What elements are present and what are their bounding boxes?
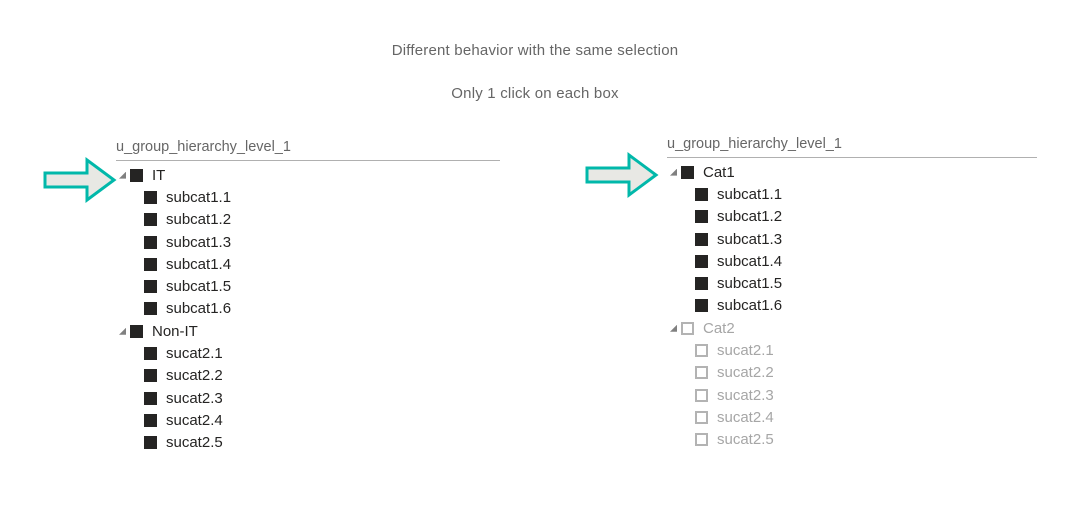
tree-item-non-it[interactable]: Non-IT bbox=[116, 320, 500, 342]
tree-item-sucat2-4[interactable]: sucat2.4 bbox=[116, 409, 500, 431]
checked-checkbox[interactable] bbox=[144, 302, 157, 316]
right-arrow-icon bbox=[43, 157, 117, 203]
tree-item-label: subcat1.5 bbox=[717, 275, 783, 293]
checked-checkbox[interactable] bbox=[144, 347, 157, 361]
tree-item-label: sucat2.3 bbox=[166, 389, 223, 407]
tree-item-sucat2-3[interactable]: sucat2.3 bbox=[667, 384, 1037, 406]
caption-line-2: Only 1 click on each box bbox=[451, 85, 619, 102]
unchecked-checkbox[interactable] bbox=[695, 366, 708, 380]
checked-checkbox[interactable] bbox=[695, 210, 708, 224]
checked-checkbox[interactable] bbox=[144, 413, 157, 427]
tree-item-subcat1-4[interactable]: subcat1.4 bbox=[667, 250, 1037, 272]
hierarchy-slicer-right: u_group_hierarchy_level_1 Cat1 subcat1.1 s… bbox=[667, 136, 1037, 451]
tree-item-label: sucat2.5 bbox=[717, 431, 774, 449]
tree-item-label: subcat1.3 bbox=[717, 230, 783, 248]
tree-item-subcat1-6[interactable]: subcat1.6 bbox=[667, 295, 1037, 317]
tree-item-label: subcat1.3 bbox=[166, 233, 232, 251]
tree-item-subcat1-3[interactable]: subcat1.3 bbox=[116, 231, 500, 253]
caption-line-1: Different behavior with the same selecti… bbox=[391, 42, 679, 59]
unchecked-checkbox[interactable] bbox=[695, 388, 708, 402]
tree-item-label: Cat2 bbox=[703, 319, 735, 337]
tree-item-sucat2-5[interactable]: sucat2.5 bbox=[116, 432, 500, 454]
right-arrow-icon bbox=[585, 152, 659, 198]
slicer-item-list: Cat1 subcat1.1 subcat1.2 subcat1.3 subcat1.4… bbox=[667, 158, 1037, 451]
tree-item-label: subcat1.1 bbox=[717, 185, 783, 203]
tree-item-cat2[interactable]: Cat2 bbox=[667, 317, 1037, 339]
expand-collapse-caret-icon[interactable] bbox=[670, 324, 677, 332]
expand-collapse-caret-icon[interactable] bbox=[119, 327, 126, 335]
expand-collapse-caret-icon[interactable] bbox=[670, 168, 677, 176]
checked-checkbox[interactable] bbox=[144, 235, 157, 249]
checked-checkbox[interactable] bbox=[681, 165, 694, 179]
unchecked-checkbox[interactable] bbox=[695, 344, 708, 358]
tree-item-label: sucat2.3 bbox=[717, 386, 774, 404]
checked-checkbox[interactable] bbox=[144, 280, 157, 294]
tree-item-label: sucat2.1 bbox=[166, 345, 223, 363]
tree-item-subcat1-5[interactable]: subcat1.5 bbox=[667, 272, 1037, 294]
tree-item-label: sucat2.2 bbox=[166, 367, 223, 385]
tree-item-label: IT bbox=[152, 166, 166, 184]
tree-item-sucat2-1[interactable]: sucat2.1 bbox=[116, 342, 500, 364]
checked-checkbox[interactable] bbox=[695, 187, 708, 201]
tree-item-label: subcat1.6 bbox=[717, 297, 783, 315]
tree-item-label: subcat1.5 bbox=[166, 278, 232, 296]
tree-item-subcat1-2[interactable]: subcat1.2 bbox=[667, 206, 1037, 228]
tree-item-label: subcat1.1 bbox=[166, 188, 232, 206]
tree-item-label: subcat1.4 bbox=[717, 252, 783, 270]
unchecked-checkbox[interactable] bbox=[681, 321, 694, 335]
checked-checkbox[interactable] bbox=[144, 391, 157, 405]
checked-checkbox[interactable] bbox=[695, 277, 708, 291]
tree-item-label: Cat1 bbox=[703, 163, 735, 181]
tree-item-label: subcat1.6 bbox=[166, 300, 232, 318]
tree-item-cat1[interactable]: Cat1 bbox=[667, 161, 1037, 183]
unchecked-checkbox[interactable] bbox=[695, 410, 708, 424]
tree-item-label: sucat2.5 bbox=[166, 434, 223, 452]
slicer-field-header[interactable]: u_group_hierarchy_level_1 bbox=[116, 139, 500, 161]
tree-item-subcat1-3[interactable]: subcat1.3 bbox=[667, 228, 1037, 250]
tree-item-label: sucat2.4 bbox=[717, 408, 774, 426]
tree-item-sucat2-4[interactable]: sucat2.4 bbox=[667, 406, 1037, 428]
tree-item-label: subcat1.2 bbox=[717, 208, 783, 226]
tree-item-subcat1-1[interactable]: subcat1.1 bbox=[116, 186, 500, 208]
tree-item-sucat2-2[interactable]: sucat2.2 bbox=[667, 362, 1037, 384]
checked-checkbox[interactable] bbox=[130, 324, 143, 338]
checked-checkbox[interactable] bbox=[144, 257, 157, 271]
tree-item-subcat1-6[interactable]: subcat1.6 bbox=[116, 298, 500, 320]
tree-item-label: subcat1.2 bbox=[166, 211, 232, 229]
unchecked-checkbox[interactable] bbox=[695, 433, 708, 447]
tree-item-label: sucat2.1 bbox=[717, 342, 774, 360]
tree-item-label: subcat1.4 bbox=[166, 255, 232, 273]
tree-item-sucat2-2[interactable]: sucat2.2 bbox=[116, 365, 500, 387]
tree-item-sucat2-1[interactable]: sucat2.1 bbox=[667, 339, 1037, 361]
tree-item-sucat2-3[interactable]: sucat2.3 bbox=[116, 387, 500, 409]
tree-item-subcat1-1[interactable]: subcat1.1 bbox=[667, 183, 1037, 205]
tree-item-label: sucat2.2 bbox=[717, 364, 774, 382]
tree-item-subcat1-5[interactable]: subcat1.5 bbox=[116, 275, 500, 297]
tree-item-label: sucat2.4 bbox=[166, 411, 223, 429]
checked-checkbox[interactable] bbox=[144, 436, 157, 450]
tree-item-label: Non-IT bbox=[152, 322, 198, 340]
checked-checkbox[interactable] bbox=[144, 190, 157, 204]
tree-item-subcat1-2[interactable]: subcat1.2 bbox=[116, 209, 500, 231]
slicer-field-header[interactable]: u_group_hierarchy_level_1 bbox=[667, 136, 1037, 158]
expand-collapse-caret-icon[interactable] bbox=[119, 171, 126, 179]
tree-item-it[interactable]: IT bbox=[116, 164, 500, 186]
checked-checkbox[interactable] bbox=[695, 254, 708, 268]
checked-checkbox[interactable] bbox=[695, 299, 708, 313]
tree-item-subcat1-4[interactable]: subcat1.4 bbox=[116, 253, 500, 275]
checked-checkbox[interactable] bbox=[130, 168, 143, 182]
tree-item-sucat2-5[interactable]: sucat2.5 bbox=[667, 429, 1037, 451]
checked-checkbox[interactable] bbox=[144, 213, 157, 227]
checked-checkbox[interactable] bbox=[144, 369, 157, 383]
checked-checkbox[interactable] bbox=[695, 232, 708, 246]
